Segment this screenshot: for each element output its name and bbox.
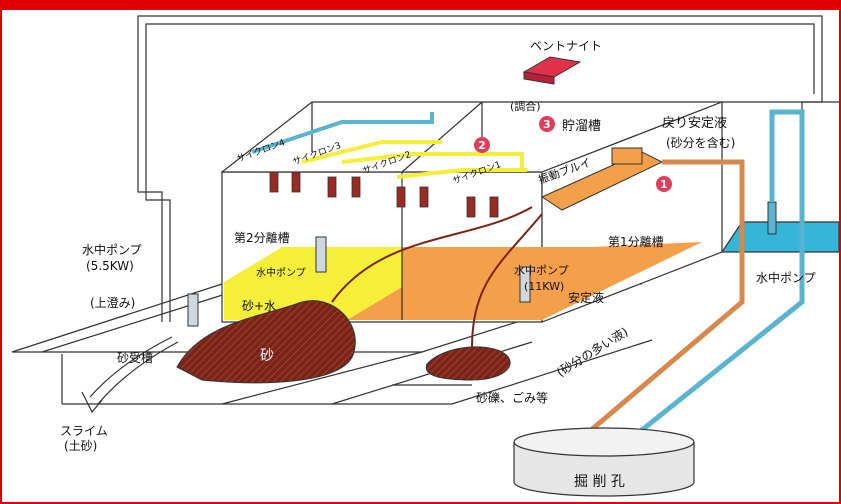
sandy-liquid-label: (砂分の多い液)	[554, 324, 631, 380]
storage-num-label: 3	[543, 118, 551, 131]
excavation-pipes	[575, 109, 805, 444]
return-liquid-sub-label: (砂分を含む)	[666, 135, 735, 150]
pump-mid-label: 水中ポンプ	[514, 264, 569, 277]
second-tank-liquid	[224, 247, 402, 320]
separation-tank-box	[220, 101, 723, 323]
top-red-bar	[2, 2, 839, 10]
slime-label: スライム	[60, 424, 108, 438]
sand-piles	[176, 300, 511, 384]
slime-arrow	[81, 336, 179, 414]
supernatant-label: (上澄み)	[90, 295, 135, 310]
cyclone-pipes	[251, 112, 527, 179]
first-tank-label: 第1分離槽	[608, 235, 664, 249]
pump-mid-power-label: (11KW)	[524, 280, 564, 293]
flow-lines	[331, 206, 543, 348]
gravel-label: 砂礫、ごみ等	[476, 390, 548, 405]
excavation-hole-label: 掘 削 孔	[574, 474, 625, 490]
bentonite-box	[522, 56, 582, 85]
return-liquid-label: 戻り安定液	[662, 116, 727, 131]
slime-sub-label: (土砂)	[64, 439, 97, 453]
num1-label: 1	[660, 178, 668, 191]
sand-water-label: 砂+水	[242, 299, 276, 313]
pump-small-label: 水中ポンプ	[256, 266, 306, 279]
second-tank-label: 第2分離槽	[234, 231, 290, 245]
pump-right-label: 水中ポンプ	[756, 270, 816, 285]
bentonite-label: ベントナイト	[530, 39, 602, 53]
right-water-tank	[720, 101, 839, 253]
storage-tank-label: 貯溜槽	[562, 119, 601, 134]
pump-left-label: 水中ポンプ	[82, 242, 142, 257]
sand-label: 砂	[260, 348, 274, 364]
cyclones	[269, 171, 499, 218]
sand-tank-label: 砂受槽	[117, 351, 153, 365]
stable-liquid-label: 安定液	[568, 290, 604, 305]
submersible-pumps	[187, 201, 777, 327]
pump-left-power-label: (5.5KW)	[86, 259, 134, 273]
num2-label: 2	[478, 139, 486, 152]
number-markers	[474, 116, 672, 192]
excavation-hole	[513, 427, 695, 497]
mixing-label: (調合)	[510, 99, 541, 113]
